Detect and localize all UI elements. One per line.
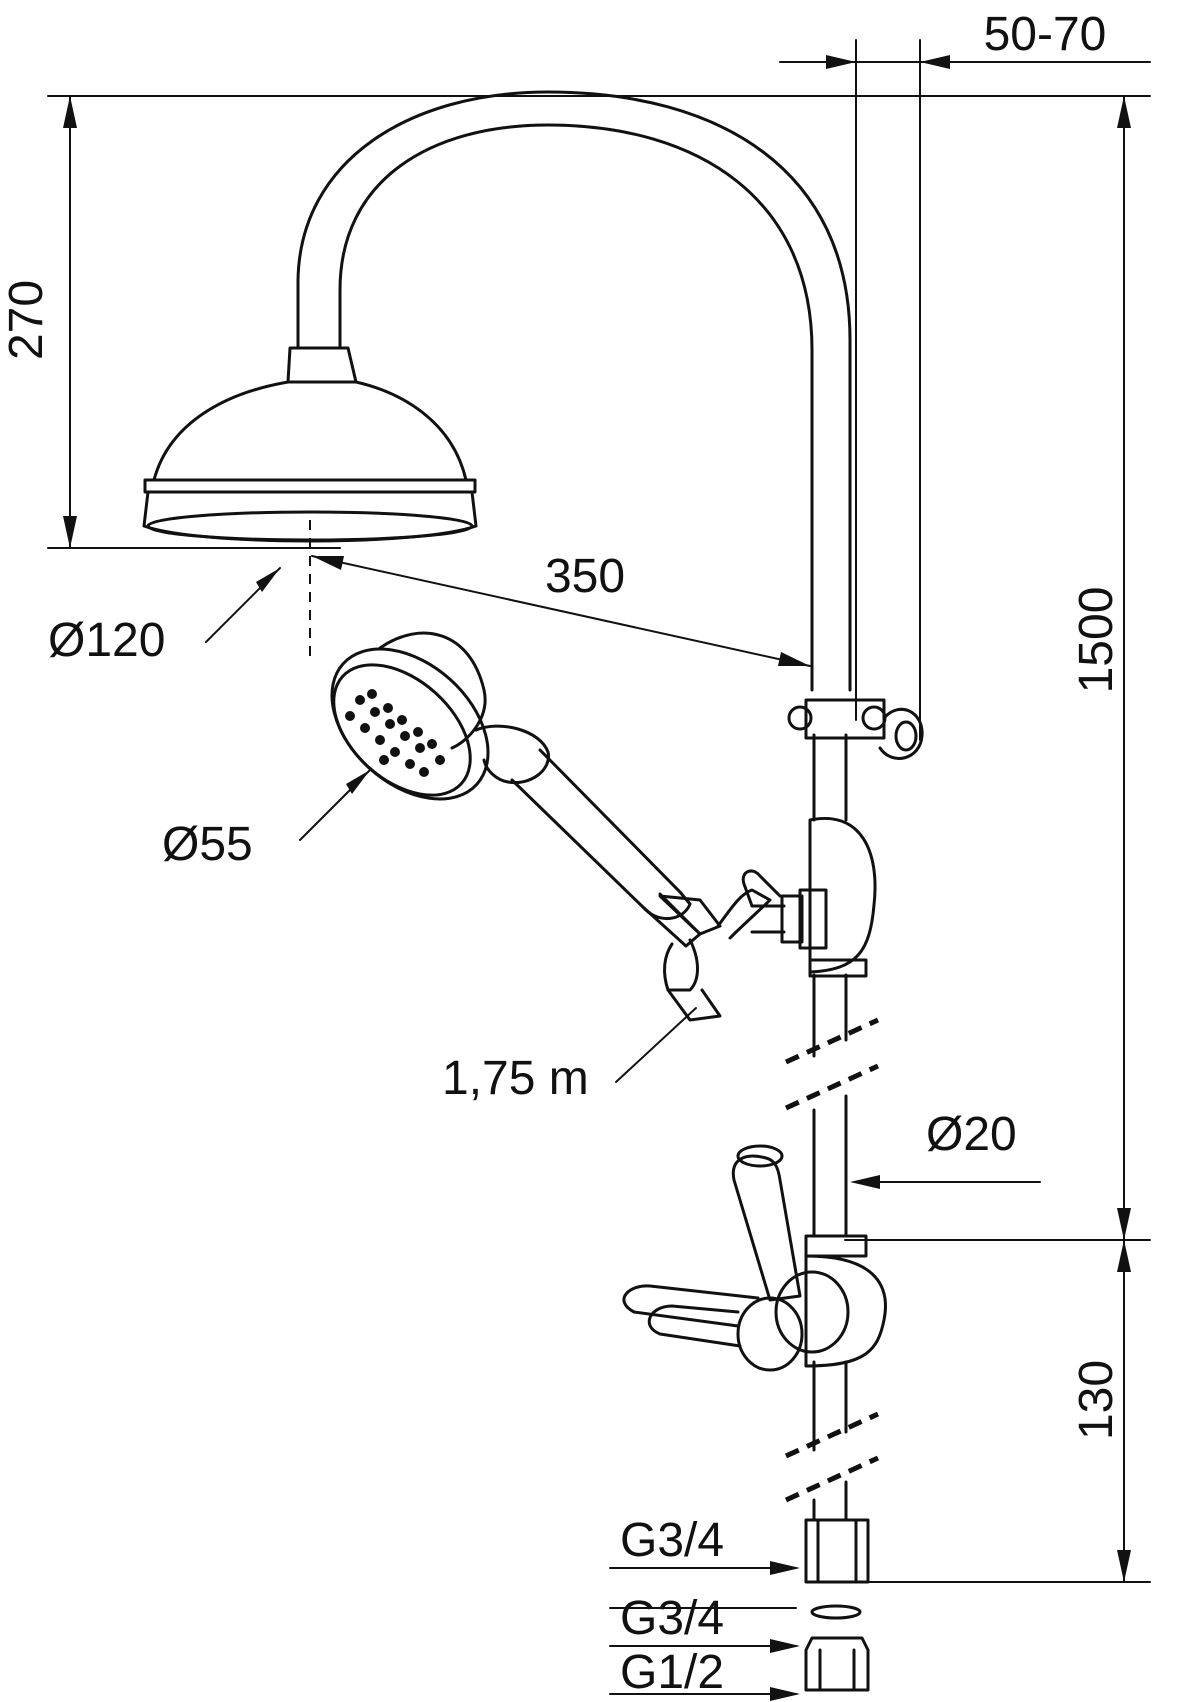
dimension-wall-offset: 50-70 — [779, 8, 1151, 741]
wall-bracket — [787, 698, 924, 760]
inlet-fittings — [804, 1518, 870, 1692]
dimension-total-height: 1500 — [844, 95, 1151, 1241]
hose-length-label: 1,75 m — [442, 1052, 589, 1105]
hand-shower — [330, 631, 772, 1022]
dimension-inlet-height: 130 — [859, 1239, 1151, 1583]
head-diameter-label: Ø120 — [48, 614, 165, 667]
riser-and-arm — [296, 90, 852, 1522]
inlet-height-label: 130 — [1070, 1360, 1123, 1440]
overhead-shower-head — [142, 346, 478, 660]
hand-shower-nozzles — [345, 689, 445, 777]
thread-adapter-out-label: G1/2 — [620, 1646, 724, 1699]
dimension-arm-reach: 350 — [311, 550, 811, 667]
arm-height-label: 270 — [0, 280, 53, 360]
arm-reach-label: 350 — [545, 550, 625, 603]
dimension-arm-height: 270 — [0, 95, 1151, 549]
thread-adapter-in-label: G3/4 — [620, 1592, 724, 1645]
riser-break-marks — [784, 1017, 880, 1503]
leader-lines — [205, 567, 1041, 1701]
wall-offset-label: 50-70 — [984, 8, 1107, 61]
total-height-label: 1500 — [1070, 587, 1123, 694]
hand-diameter-label: Ø55 — [162, 818, 253, 871]
thread-outlet-label: G3/4 — [620, 1514, 724, 1567]
riser-diameter-label: Ø20 — [926, 1108, 1017, 1161]
mixer-valve — [622, 1144, 887, 1372]
slide-holder — [741, 817, 877, 978]
